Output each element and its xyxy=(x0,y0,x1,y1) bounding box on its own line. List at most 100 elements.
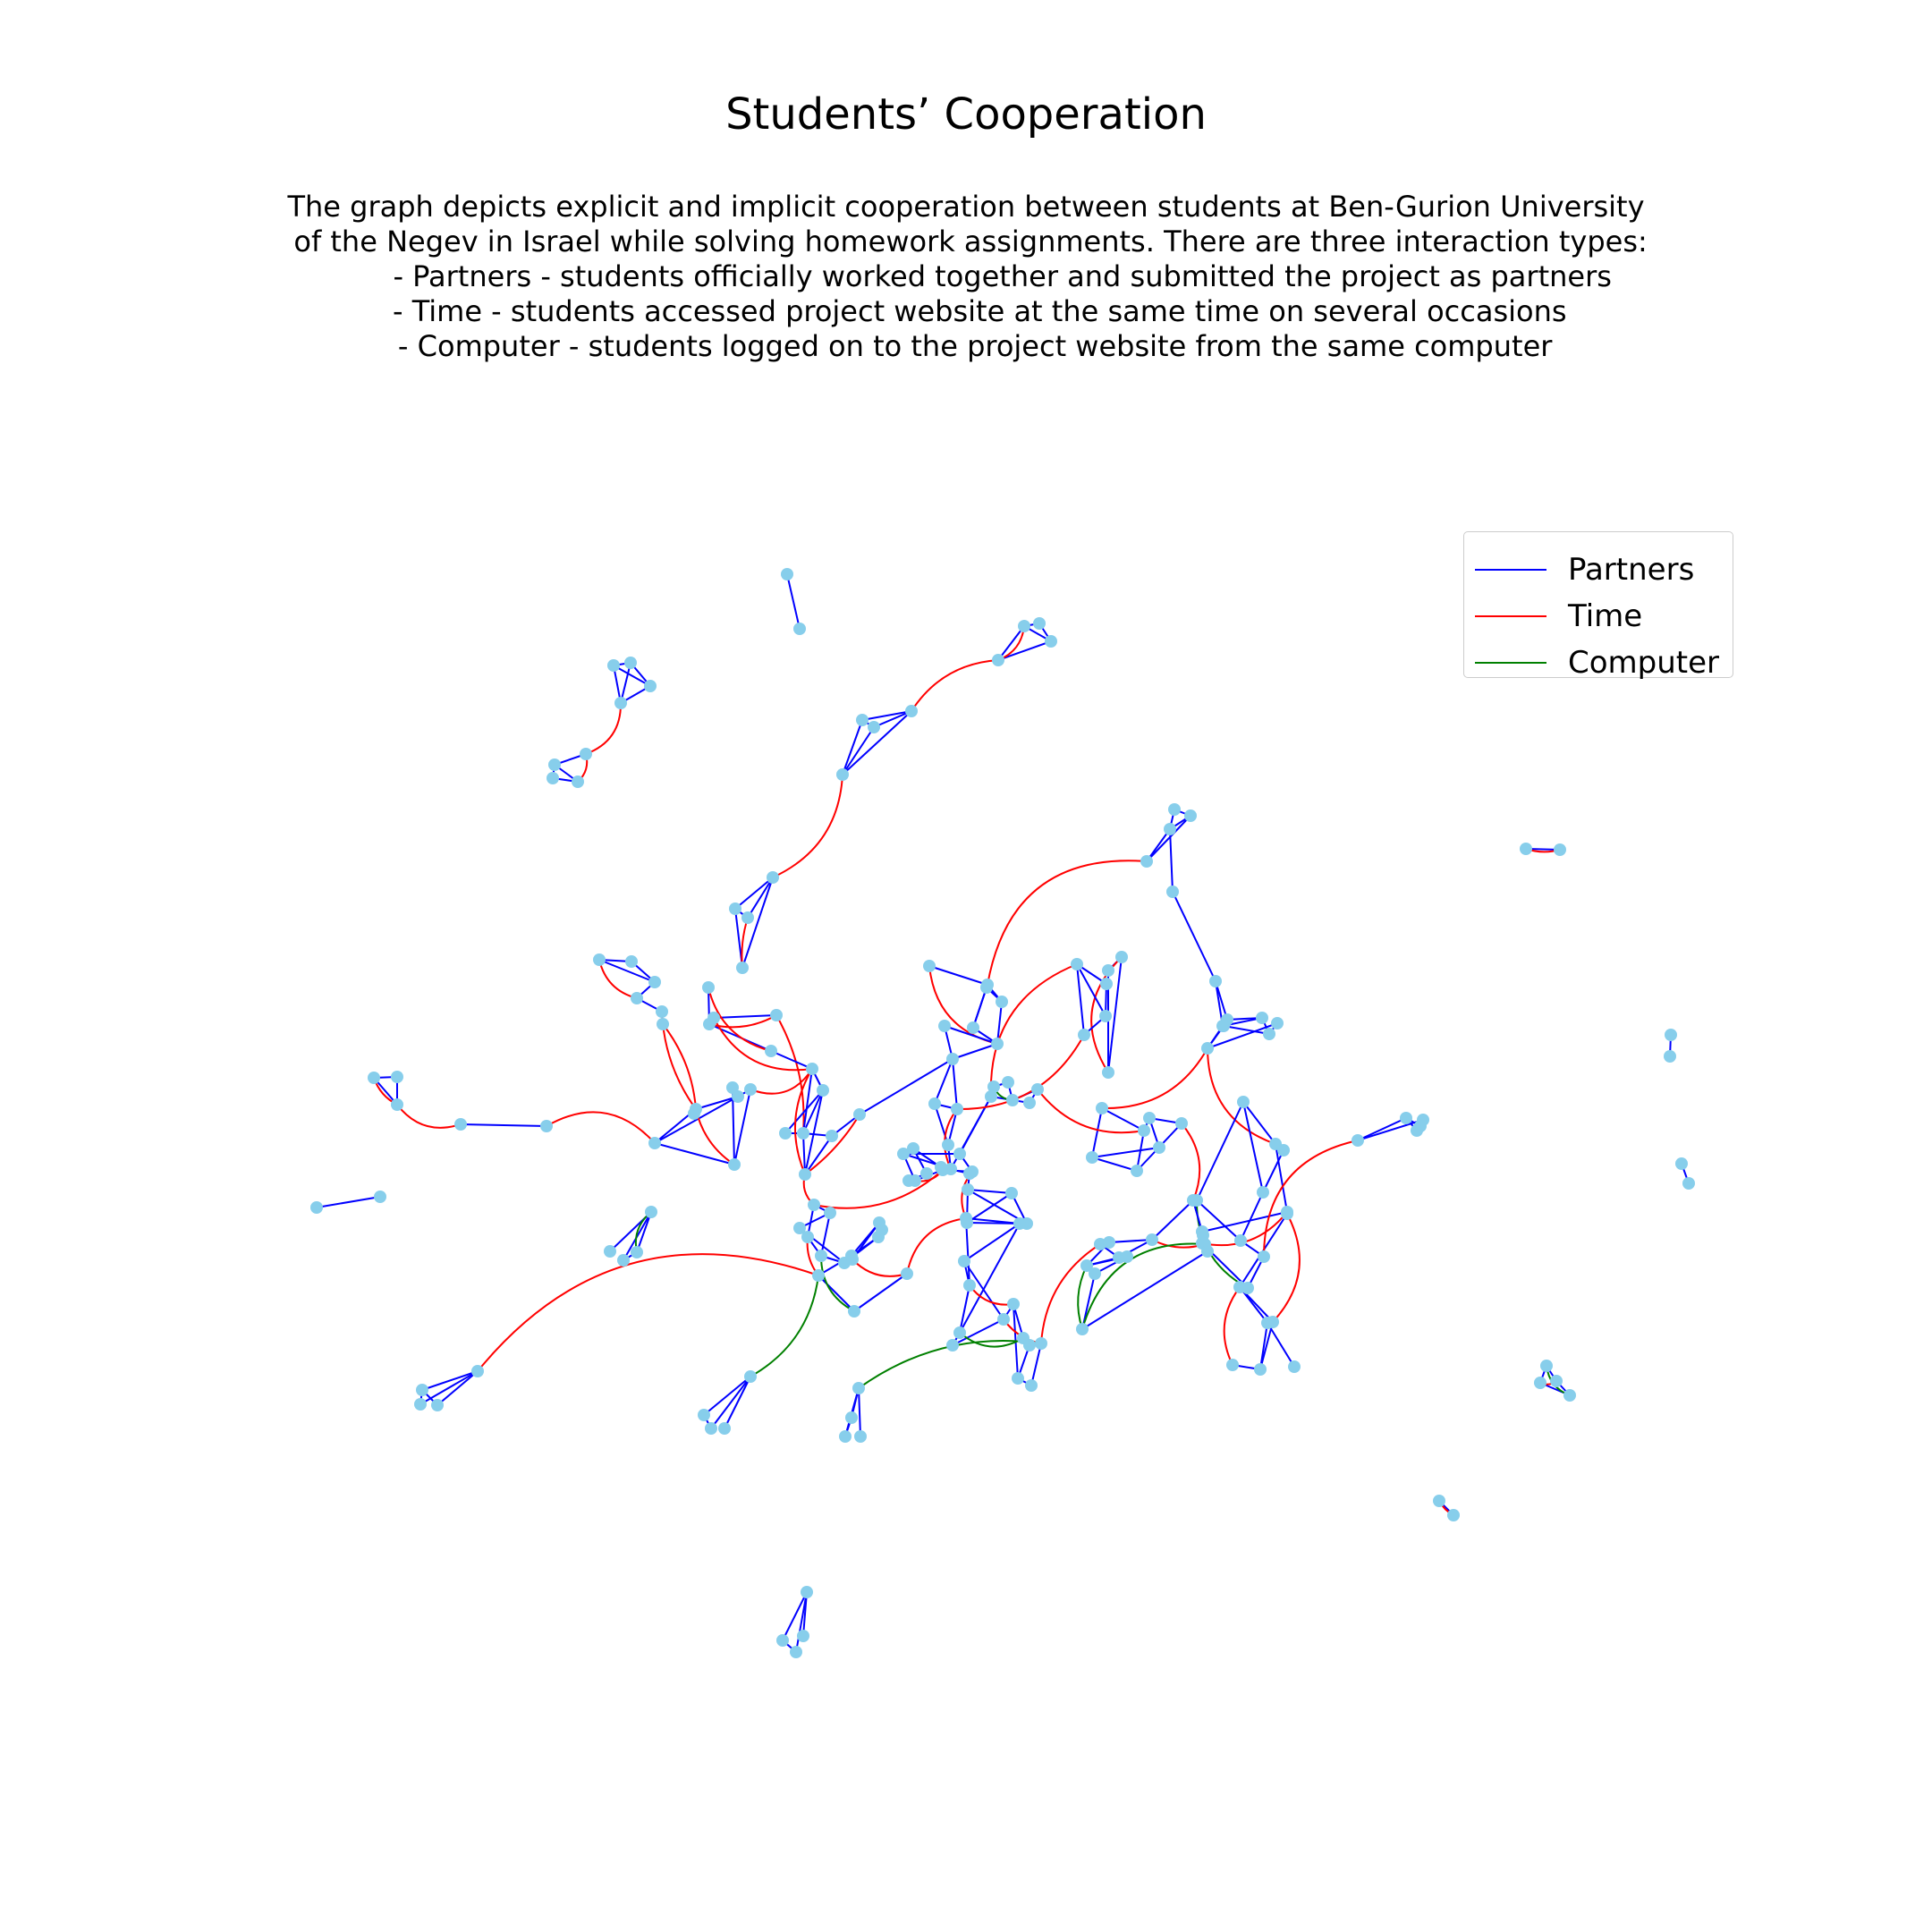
edge-time xyxy=(708,987,772,1052)
student-node xyxy=(736,962,749,974)
student-node xyxy=(1102,1066,1114,1079)
student-node xyxy=(1263,1028,1275,1040)
edge-partners xyxy=(966,1192,1013,1224)
student-node xyxy=(1520,843,1532,855)
student-node xyxy=(946,1339,959,1352)
student-node xyxy=(1138,1124,1150,1137)
student-node xyxy=(1018,620,1030,632)
student-node xyxy=(836,768,849,781)
student-node xyxy=(705,1422,717,1435)
figure-description: The graph depicts explicit and implicit … xyxy=(0,190,1932,364)
edge-time xyxy=(1040,1243,1101,1344)
edge-time xyxy=(956,1034,1085,1111)
student-node xyxy=(808,1199,820,1211)
edge-partners xyxy=(934,1058,953,1105)
legend-swatch-partners xyxy=(1475,569,1546,571)
student-node xyxy=(928,1097,941,1110)
student-node xyxy=(987,1080,1000,1093)
student-node xyxy=(1277,1144,1290,1157)
student-node xyxy=(770,1009,783,1021)
edge-time xyxy=(1207,1047,1276,1145)
student-node xyxy=(703,1018,716,1030)
student-node xyxy=(1675,1157,1688,1170)
student-node xyxy=(801,1231,814,1243)
student-node xyxy=(1682,1177,1695,1190)
student-node xyxy=(1012,1372,1024,1385)
edge-partners xyxy=(1357,1117,1407,1141)
edge-time xyxy=(772,774,843,878)
student-node xyxy=(431,1399,444,1411)
student-node xyxy=(1254,1363,1267,1376)
edge-partners xyxy=(861,710,912,721)
edge-partners xyxy=(1076,963,1106,1017)
edge-partners xyxy=(1091,1147,1160,1158)
edge-partners xyxy=(952,1318,1004,1346)
student-node xyxy=(1256,1012,1268,1024)
edge-partners xyxy=(944,1025,998,1045)
student-node xyxy=(657,1018,669,1030)
edge-partners xyxy=(421,1370,479,1391)
nodes-layer xyxy=(310,568,1695,1658)
edge-time xyxy=(1223,1286,1241,1366)
edge-partners xyxy=(784,1089,824,1134)
edge-partners xyxy=(818,1275,855,1312)
student-node xyxy=(1005,1187,1018,1199)
edge-partners xyxy=(1201,1211,1288,1233)
edge-partners xyxy=(853,1273,908,1312)
student-node xyxy=(1035,1337,1047,1350)
student-node xyxy=(1209,975,1222,987)
description-line: The graph depicts explicit and implicit … xyxy=(287,190,1645,224)
student-node xyxy=(644,680,657,692)
edge-partners xyxy=(598,959,656,983)
student-node xyxy=(1140,855,1153,868)
student-node xyxy=(817,1084,829,1097)
description-line: - Time - students accessed project websi… xyxy=(365,294,1567,328)
student-node xyxy=(1534,1377,1546,1389)
student-node xyxy=(797,1127,809,1140)
legend: Partners Time Computer xyxy=(1463,531,1733,681)
student-node xyxy=(1023,1339,1036,1352)
student-node xyxy=(732,1090,744,1103)
edge-partners xyxy=(1169,828,1174,893)
student-node xyxy=(824,1207,836,1219)
edge-time xyxy=(793,1068,813,1175)
student-node xyxy=(1665,1029,1677,1041)
student-node xyxy=(848,1305,860,1318)
student-node xyxy=(1076,1323,1089,1335)
edge-partners xyxy=(934,1103,949,1146)
student-node xyxy=(391,1071,403,1083)
edge-time xyxy=(775,1014,805,1134)
student-node xyxy=(1352,1134,1364,1147)
student-node xyxy=(454,1118,467,1131)
student-node xyxy=(992,654,1004,666)
legend-item-computer: Computer xyxy=(1475,645,1719,681)
edge-partners xyxy=(654,1142,735,1165)
edge-partners xyxy=(782,1591,808,1641)
student-node xyxy=(1080,1259,1093,1272)
student-node xyxy=(1099,1010,1112,1022)
edge-computer xyxy=(1077,1265,1088,1330)
student-node xyxy=(729,902,741,915)
edge-partners xyxy=(654,1096,739,1144)
student-node xyxy=(781,568,793,580)
edge-time xyxy=(1101,1047,1208,1110)
edge-partners xyxy=(733,1089,751,1165)
edge-partners xyxy=(713,1014,777,1019)
edge-partners xyxy=(734,877,774,910)
student-node xyxy=(845,1250,858,1262)
student-node xyxy=(1257,1186,1269,1199)
student-node xyxy=(631,1246,643,1258)
edge-partners xyxy=(1357,1119,1424,1141)
edge-partners xyxy=(1101,1107,1145,1131)
edge-partners xyxy=(802,1132,806,1175)
student-node xyxy=(901,1267,913,1280)
student-node xyxy=(960,1212,972,1224)
student-node xyxy=(540,1120,553,1132)
student-node xyxy=(801,1586,813,1598)
edge-partners xyxy=(747,877,774,919)
student-node xyxy=(1102,964,1114,977)
edge-partners xyxy=(1240,1191,1264,1241)
student-node xyxy=(923,960,936,972)
edge-partners xyxy=(613,665,651,687)
edge-partners xyxy=(802,1089,824,1134)
